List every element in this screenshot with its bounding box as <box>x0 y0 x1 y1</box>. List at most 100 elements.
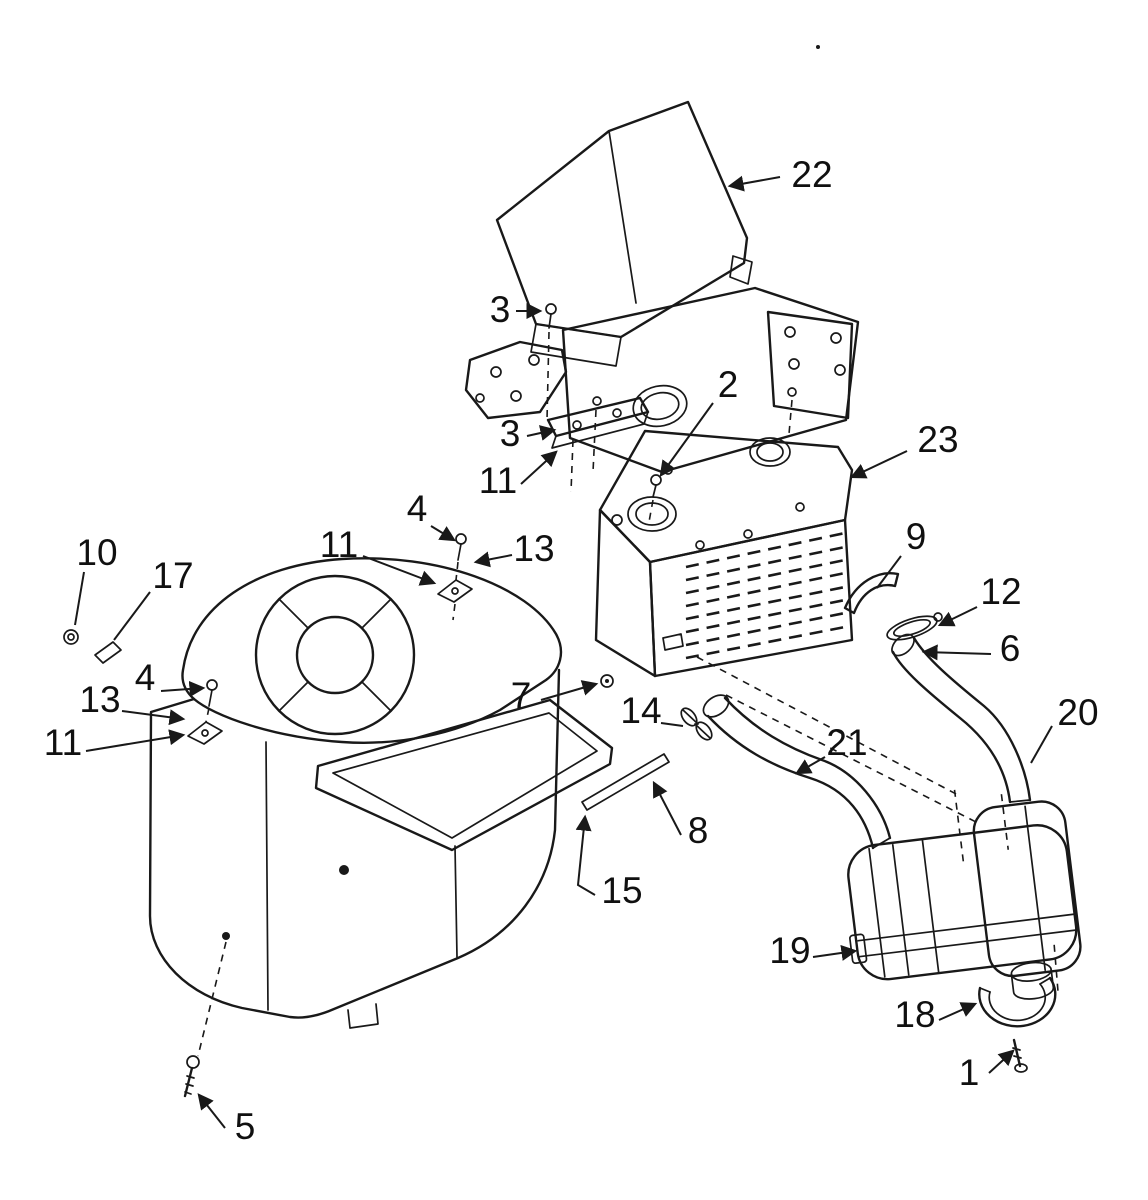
cylinder-opening-right <box>749 437 791 467</box>
engine-assembly <box>148 557 614 1057</box>
callout-13-upper: 13 <box>473 528 555 569</box>
leader-line <box>85 729 186 752</box>
mount-tab <box>347 1003 379 1029</box>
callout-label: 11 <box>479 460 517 501</box>
callout-4-left: 4 <box>135 657 206 698</box>
cylinder-opening-left <box>627 496 677 532</box>
clip-13-upper <box>437 579 473 603</box>
housing-top-face <box>598 429 854 564</box>
callout-label: 4 <box>407 488 428 529</box>
bolt-4-upper <box>455 533 467 545</box>
callout-label: 22 <box>791 154 832 195</box>
callout-17: 17 <box>113 555 194 641</box>
clip-13-left <box>187 721 223 745</box>
strap-9 <box>843 572 900 615</box>
callout-14: 14 <box>620 690 684 731</box>
stray-mark <box>816 45 820 49</box>
fastener-cluster-top <box>437 533 473 621</box>
callout-label: 21 <box>826 722 867 763</box>
callout-1: 1 <box>959 1049 1015 1093</box>
bolt-7 <box>600 674 614 688</box>
right-mounting-bracket <box>766 310 854 420</box>
valve-cover-plate <box>314 698 614 852</box>
callouts: 22 3 2 3 23 11 4 11 <box>44 154 1099 1147</box>
leader-line <box>362 555 437 586</box>
fan-screen-outer <box>254 574 416 736</box>
leader-line <box>921 644 992 661</box>
leader-line <box>197 1093 226 1129</box>
leader-line <box>520 450 558 485</box>
fastener-cluster-left <box>187 679 223 745</box>
callout-15: 15 <box>575 814 643 911</box>
callout-label: 17 <box>152 555 193 596</box>
bolt-3-upper <box>545 303 557 315</box>
callout-label: 11 <box>320 524 358 565</box>
callout-label: 23 <box>917 419 958 460</box>
shroud-fold-line <box>608 130 637 304</box>
callout-label: 13 <box>79 679 120 720</box>
callout-11-left: 11 <box>44 722 186 763</box>
fan-screen-hub <box>295 615 375 695</box>
callout-11-top: 11 <box>320 524 437 586</box>
callout-23: 23 <box>849 419 959 479</box>
leader-line <box>74 571 85 626</box>
block-front-edge <box>265 741 269 1011</box>
callout-3-lower: 3 <box>500 413 557 454</box>
leader-line <box>526 425 557 441</box>
callout-label: 4 <box>135 657 156 698</box>
pipe-opening <box>891 633 915 657</box>
shroud-side-tab <box>729 255 753 285</box>
callout-label: 20 <box>1057 692 1098 733</box>
callout-label: 13 <box>513 528 554 569</box>
stud-8 <box>581 753 670 811</box>
leader-line <box>660 722 684 727</box>
shield-oval-opening <box>632 384 688 428</box>
bolt-2 <box>650 474 662 486</box>
leader-line <box>1030 725 1053 764</box>
housing-front-face <box>648 518 854 678</box>
left-mounting-bracket <box>464 340 568 420</box>
housing-left-face <box>594 508 657 678</box>
blower-shroud <box>495 100 753 367</box>
leader-line <box>988 1049 1015 1074</box>
muffler <box>847 789 1082 1000</box>
callout-label: 11 <box>44 722 82 763</box>
callout-6: 6 <box>921 628 1021 669</box>
leader-line <box>160 680 206 697</box>
exhaust-pipe-21 <box>702 694 892 850</box>
leader-line <box>812 945 858 961</box>
muffler-chamber <box>972 800 1082 978</box>
part-14-coupler <box>680 707 713 741</box>
fan-spokes <box>278 598 392 712</box>
callout-21: 21 <box>794 722 868 775</box>
callout-label: 8 <box>688 810 709 851</box>
bolt-5 <box>183 1055 200 1098</box>
pipe-flange <box>702 694 730 718</box>
callout-label: 14 <box>620 690 661 731</box>
callout-11-bracket: 11 <box>479 450 558 501</box>
leader-line <box>540 680 599 701</box>
leader-line <box>652 780 682 836</box>
callout-label: 6 <box>1000 628 1021 669</box>
leader-line <box>794 756 826 775</box>
callout-label: 12 <box>980 571 1021 612</box>
engine-block-outline <box>148 668 561 1019</box>
blower-housing-grille <box>594 429 854 678</box>
callout-10: 10 <box>74 532 118 626</box>
leader-line <box>659 402 714 477</box>
callout-12: 12 <box>937 571 1022 627</box>
callout-label: 2 <box>718 364 739 405</box>
callout-19: 19 <box>769 930 858 971</box>
muffler-body <box>847 824 1078 981</box>
callout-label: 18 <box>894 994 935 1035</box>
callout-20: 20 <box>1030 692 1099 764</box>
callout-3-upper: 3 <box>490 289 543 330</box>
bolt-1 <box>1012 1038 1028 1073</box>
heat-shield-plate <box>561 286 860 474</box>
leader-line <box>937 606 978 627</box>
callout-8: 8 <box>652 780 709 851</box>
exhaust-pipe-20 <box>891 633 1032 804</box>
shroud-front-lip <box>530 323 622 367</box>
